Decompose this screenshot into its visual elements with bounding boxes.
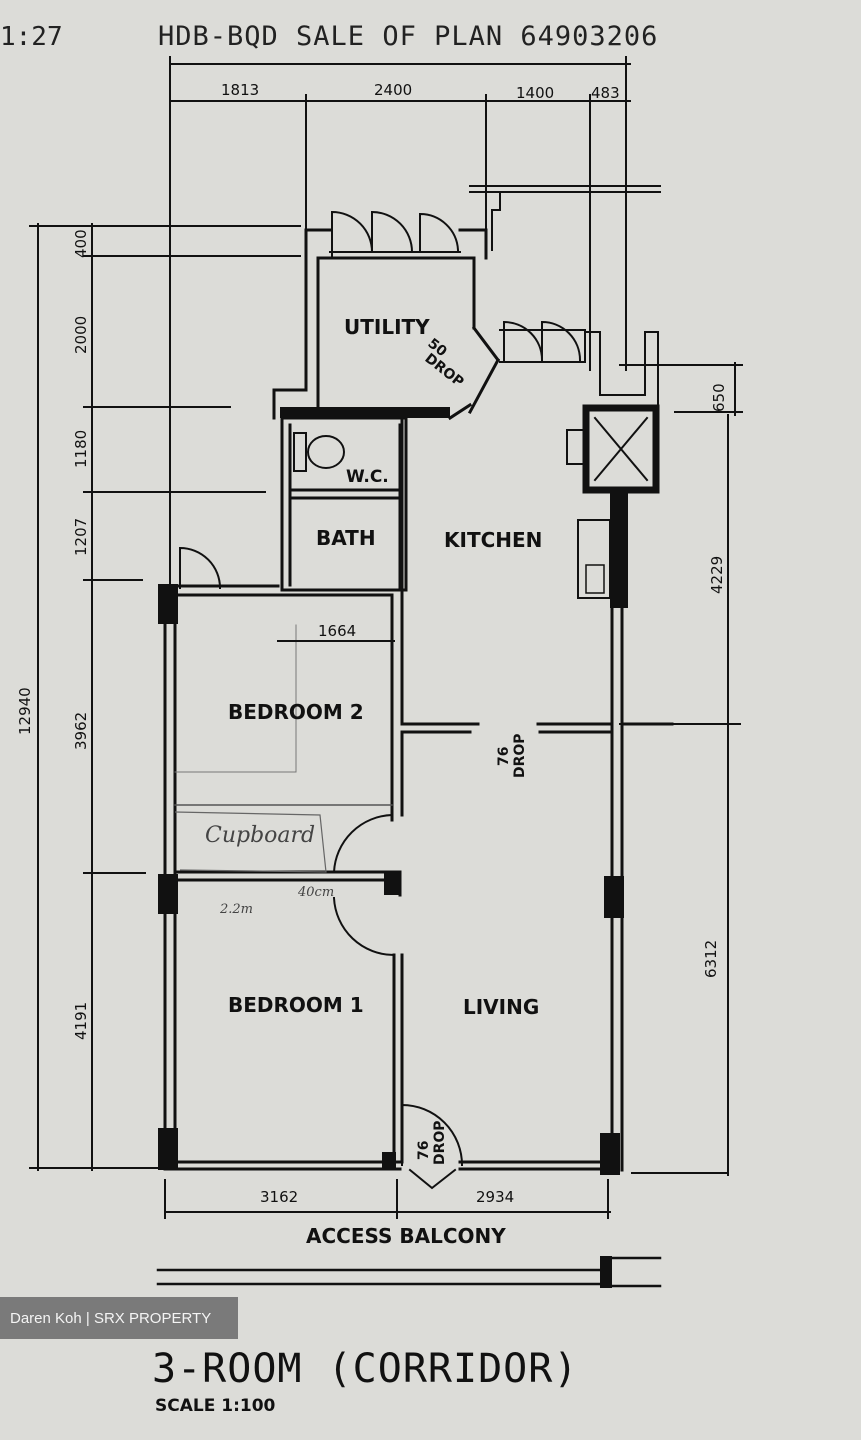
dim-left-2: 2000 [72, 316, 90, 354]
dim-left-1: 400 [72, 229, 90, 258]
top-dimension-lines [169, 56, 631, 591]
kitchen-living-drop-value: 76 [496, 747, 512, 766]
dim-bottom-1: 3162 [260, 1188, 298, 1206]
dim-bottom-2: 2934 [476, 1188, 514, 1206]
bath-entry-door-swing [179, 546, 222, 590]
entrance-door-leaf [408, 1168, 457, 1190]
main-entrance-door-swing [401, 1103, 464, 1167]
dim-top-3: 1400 [516, 84, 554, 102]
dim-left-6: 4191 [72, 1002, 90, 1040]
utility-drop-word: DROP [422, 351, 467, 391]
plan-header-title: HDB-BQD SALE OF PLAN 64903206 [158, 21, 658, 52]
structural-columns [158, 584, 624, 1288]
wc-bath-walls [280, 416, 408, 592]
dim-left-4: 1207 [72, 518, 90, 556]
room-label-living: LIVING [463, 995, 539, 1019]
utility-window-swings [329, 210, 461, 259]
wc-cistern-icon [293, 432, 307, 472]
dim-left-5: 3962 [72, 712, 90, 750]
access-balcony-rails [156, 1256, 662, 1288]
service-yard-lines [469, 185, 661, 409]
left-dimension-lines [29, 223, 301, 1171]
stove-box [577, 519, 611, 599]
bottom-dimension-lines [164, 1179, 611, 1219]
entrance-drop-word: DROP [432, 1120, 448, 1165]
dim-bedroom2-width: 1664 [318, 622, 356, 640]
dim-top-2: 2400 [374, 81, 412, 99]
dim-right-1: 650 [710, 383, 728, 412]
dim-left-3: 1180 [72, 430, 90, 468]
room-label-kitchen: KITCHEN [444, 528, 542, 552]
room-label-bath: BATH [316, 526, 376, 550]
stove-marker [585, 564, 605, 594]
room-label-bedroom2: BEDROOM 2 [228, 700, 364, 724]
utility-room-walls [272, 228, 501, 421]
dim-right-3: 6312 [702, 940, 720, 978]
apartment-walls [163, 416, 674, 1172]
handwritten-depth-note: 40cm [297, 885, 334, 900]
utility-floor-slab [280, 407, 450, 418]
dim-left-total: 12940 [16, 687, 34, 735]
access-balcony-label: ACCESS BALCONY [306, 1224, 506, 1248]
plan-scale-label: SCALE 1:100 [155, 1396, 276, 1416]
entrance-drop-value: 76 [416, 1141, 432, 1160]
page-corner-label: 1:27 [0, 22, 63, 52]
dim-right-2: 4229 [708, 556, 726, 594]
bedroom2-door-swing [332, 813, 394, 874]
meter-box [566, 429, 586, 465]
dim-top-1: 1813 [221, 81, 259, 99]
bedroom1-door-swing [332, 896, 396, 957]
kitchen-living-drop-word: DROP [512, 733, 528, 778]
wc-toilet-icon [307, 435, 345, 469]
right-dimension-lines [619, 362, 743, 1176]
plan-title: 3-ROOM (CORRIDOR) [152, 1346, 579, 1392]
handwritten-cupboard-note: Cupboard [205, 823, 315, 848]
handwritten-cupboard-outline [174, 811, 327, 873]
refuse-chute-cross [593, 416, 649, 482]
room-label-utility: UTILITY [344, 315, 430, 339]
room-label-wc: W.C. [346, 467, 389, 487]
watermark-label: Daren Koh | SRX PROPERTY [0, 1297, 238, 1339]
room-label-bedroom1: BEDROOM 1 [228, 993, 364, 1017]
handwritten-length-note: 2.2m [219, 902, 253, 917]
dim-top-4: 483 [591, 84, 620, 102]
kitchen-column [610, 490, 628, 608]
bedroom2-faint-guide [174, 624, 297, 773]
